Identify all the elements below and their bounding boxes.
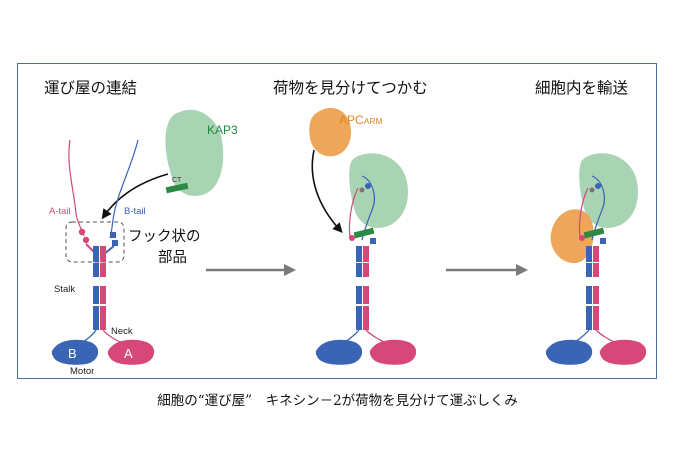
- hook-a-p3: [579, 235, 585, 241]
- kap3-protein: [165, 109, 224, 197]
- transition-arrow-2: [446, 264, 528, 276]
- hook-b-2: [112, 240, 118, 246]
- motor-a-label: A: [124, 346, 133, 361]
- hook-label-line1: フック状の: [128, 228, 201, 245]
- panel-3: [545, 153, 647, 365]
- b-tail: [109, 139, 139, 239]
- apc-protein: [309, 108, 352, 157]
- binding-arrow: [101, 173, 169, 220]
- kap3-bound-3: [579, 153, 638, 228]
- motor-a-2: [369, 339, 417, 365]
- stalk: [93, 246, 106, 330]
- stalk-label: Stalk: [54, 284, 75, 295]
- ct-bar-3: [583, 227, 605, 239]
- panel-1: KAP3 CT A-tail B-tail フック状の 部品: [49, 109, 238, 377]
- grab-arrow: [311, 149, 343, 233]
- kap3-bound: [349, 153, 408, 228]
- kap3-label: KAP3: [207, 123, 238, 137]
- tail-a-3: [578, 187, 589, 239]
- apc-bound: [550, 209, 594, 264]
- motor-b-label: B: [68, 346, 77, 361]
- hook-a-2: [82, 236, 90, 244]
- b-tail-label: B-tail: [124, 206, 146, 217]
- hook-b-p3: [600, 238, 606, 244]
- hook-b-p2: [370, 238, 376, 244]
- motor-b-2: [315, 339, 363, 365]
- motor-a: [107, 339, 155, 365]
- transition-arrow-1: [206, 264, 296, 276]
- tail-a-knob: [359, 187, 365, 193]
- hook-a-1: [78, 228, 86, 236]
- panel-2: APCARM: [309, 108, 417, 365]
- stalk-2: [356, 246, 369, 330]
- tail-a-knob-3: [589, 187, 595, 193]
- hook-label-line2: 部品: [158, 249, 187, 266]
- motor-a-3: [599, 339, 647, 365]
- tail-b-knob-3: [595, 183, 601, 189]
- a-tail-label: A-tail: [49, 206, 71, 217]
- figure-caption: 細胞の“運び屋” キネシン－2が荷物を見分けて運ぶしくみ: [157, 393, 518, 409]
- tail-a-2: [348, 187, 359, 239]
- hook-a-p2: [349, 235, 355, 241]
- motor-b-3: [545, 339, 593, 365]
- panel-3-heading: 細胞内を輸送: [535, 79, 629, 97]
- motor-b: [51, 339, 99, 365]
- ct-bar-2: [353, 227, 375, 239]
- hook-b-1: [110, 232, 116, 238]
- stalk-3: [586, 246, 599, 330]
- motor-label: Motor: [70, 366, 94, 377]
- neck-label: Neck: [111, 326, 133, 337]
- apc-label: APCARM: [339, 113, 383, 127]
- panel-2-heading: 荷物を見分けてつかむ: [273, 79, 428, 97]
- tail-b-knob: [365, 183, 371, 189]
- ct-bar: [165, 182, 189, 194]
- panel-1-heading: 運び屋の連結: [44, 79, 138, 97]
- ct-label: CT: [172, 177, 182, 184]
